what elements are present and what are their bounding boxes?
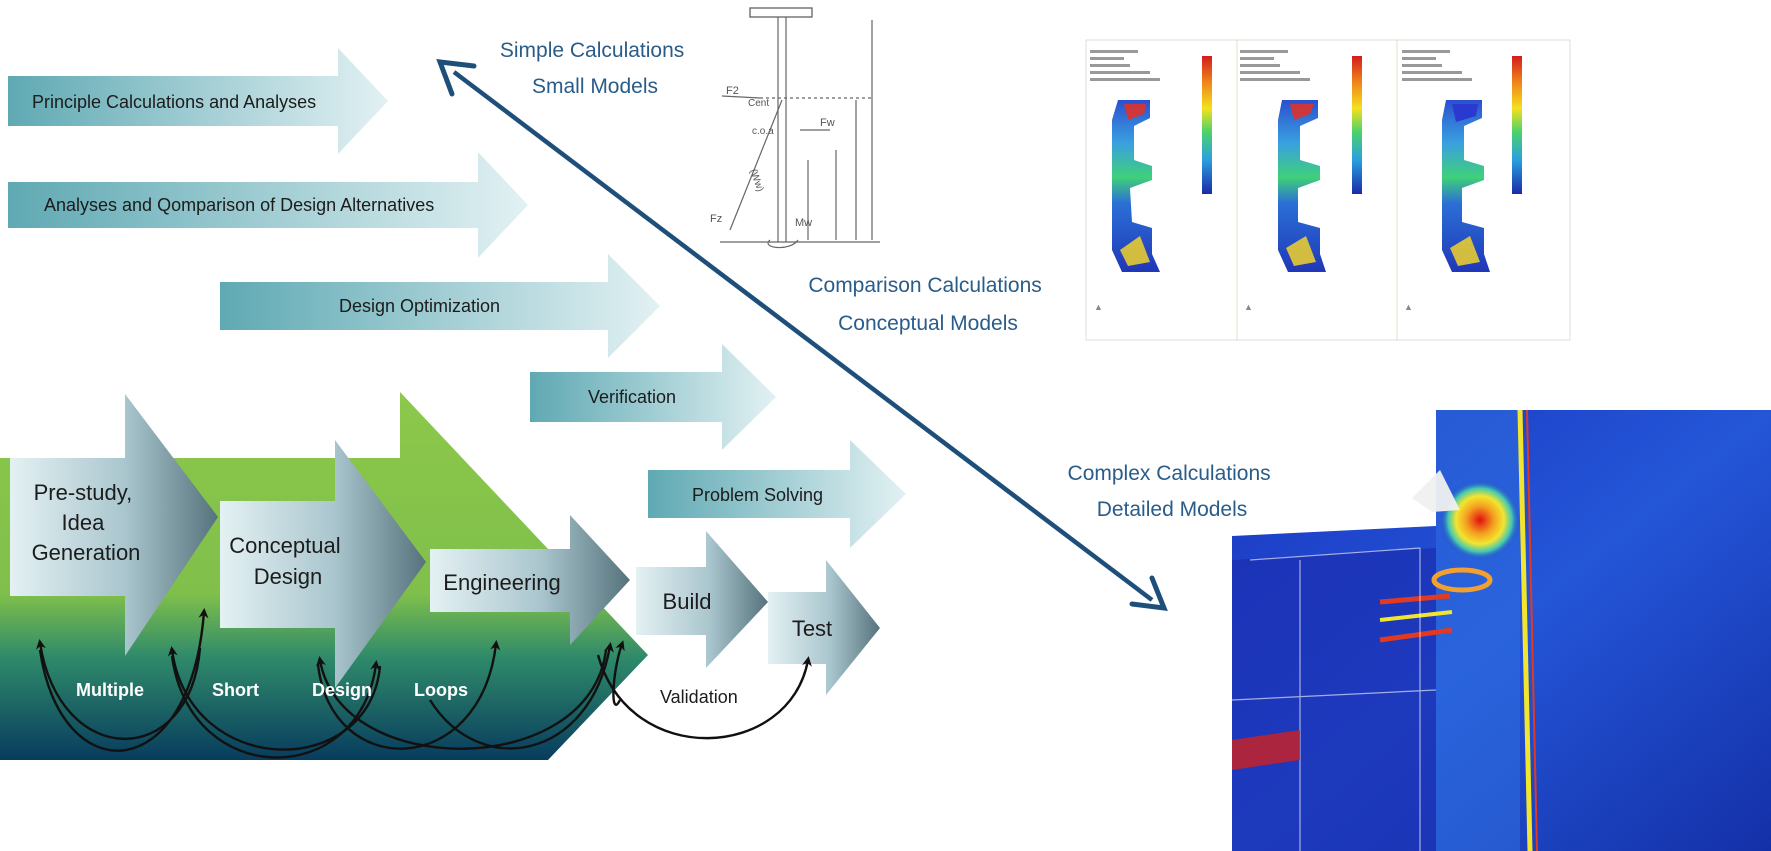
caption-simple: Simple Calculations Small Models	[500, 39, 690, 98]
fea-comparison-image: ▲ ▲ ▲	[1085, 39, 1571, 341]
sketch-label-fz: Fz	[710, 213, 722, 225]
activity-label-optimization: Design Optimization	[339, 296, 500, 316]
activity-arrow-principle	[8, 48, 388, 154]
loop-arrow-2	[38, 608, 209, 752]
activity-label-analyses: Analyses and Qomparison of Design Altern…	[44, 195, 434, 215]
sketch-label-fw: Fw	[820, 117, 835, 129]
sketch-label-coa: c.o.a	[752, 126, 774, 137]
phase-label-conceptual-line2: Design	[254, 564, 322, 589]
activity-arrow-analyses	[8, 152, 528, 258]
phase-label-pre-study-line1: Pre-study,	[34, 480, 133, 505]
detailed-model-image	[1231, 409, 1771, 851]
fea-panel-1-axis: ▲	[1094, 302, 1103, 312]
caption-comparison-line1: Comparison Calculations	[808, 274, 1041, 297]
validation-label: Validation	[660, 687, 738, 707]
sketch-label-cent: Cent	[748, 98, 769, 109]
model-level-captions: Simple Calculations Small Models Compari…	[500, 39, 1277, 521]
activity-arrow-verification	[530, 344, 776, 450]
loop-word-design: Design	[312, 680, 372, 700]
sketch-label-f2: F2	[726, 85, 739, 97]
phase-label-engineering: Engineering	[443, 570, 560, 595]
activity-label-verification: Verification	[588, 387, 676, 407]
fea-panel-2-axis: ▲	[1244, 302, 1253, 312]
phase-arrows: Pre-study, Idea Generation Conceptual De…	[10, 394, 880, 695]
loop-arrow-5	[316, 640, 501, 750]
hand-sketch-image: F2 Cent c.o.a Fw Mw Fz (Ww)	[710, 7, 880, 249]
sketch-label-mw: Mw	[795, 217, 812, 229]
phase-arrow-engineering	[430, 515, 630, 645]
caption-complex: Complex Calculations Detailed Models	[1068, 462, 1277, 521]
model-arrowhead-bottom	[1129, 575, 1168, 612]
caption-complex-line2: Detailed Models	[1097, 498, 1248, 521]
fea-panel-1: ▲	[1090, 50, 1212, 312]
loop-arrow-4	[170, 655, 381, 759]
loop-arrow-1	[36, 639, 202, 741]
caption-simple-line1: Simple Calculations	[500, 39, 684, 62]
caption-comparison-line2: Conceptual Models	[838, 312, 1018, 335]
model-arrowhead-top	[436, 59, 477, 97]
phase-arrow-build	[636, 531, 768, 668]
activity-arrow-optimization	[220, 254, 660, 358]
design-loops	[36, 608, 812, 759]
phase-label-build: Build	[663, 589, 712, 614]
caption-complex-line1: Complex Calculations	[1068, 462, 1271, 485]
fea-panel-3: ▲	[1402, 50, 1522, 312]
loop-arrow-3	[167, 646, 382, 751]
loop-arrow-7	[428, 642, 614, 750]
phase-arrow-pre-study	[10, 394, 218, 656]
loop-word-loops: Loops	[414, 680, 468, 700]
phase-label-conceptual-line1: Conceptual	[229, 533, 340, 558]
phase-label-pre-study-line3: Generation	[32, 540, 141, 565]
fea-panel-3-axis: ▲	[1404, 302, 1413, 312]
fea-panel-2: ▲	[1240, 50, 1362, 312]
phase-label-test: Test	[792, 616, 832, 641]
activity-label-principle: Principle Calculations and Analyses	[32, 92, 316, 112]
loop-word-short: Short	[212, 680, 259, 700]
phase-arrow-test	[768, 560, 880, 695]
phase-arrow-conceptual	[220, 440, 426, 688]
activity-label-problem-solving: Problem Solving	[692, 485, 823, 505]
activity-arrow-problem-solving	[648, 440, 906, 548]
validation-arrow	[596, 654, 812, 740]
phase-label-conceptual: Conceptual Design	[229, 533, 346, 589]
phase-label-pre-study-line2: Idea	[62, 510, 106, 535]
activity-arrows: Principle Calculations and Analyses Anal…	[8, 48, 906, 548]
phase-label-pre-study: Pre-study, Idea Generation	[32, 480, 141, 565]
caption-simple-line2: Small Models	[532, 75, 658, 98]
loop-words: Multiple Short Design Loops Validation	[76, 680, 738, 707]
caption-comparison: Comparison Calculations Conceptual Model…	[808, 274, 1047, 335]
model-complexity-arrow	[436, 59, 1168, 612]
loop-arrow-6	[316, 649, 608, 750]
loop-word-multiple: Multiple	[76, 680, 144, 700]
